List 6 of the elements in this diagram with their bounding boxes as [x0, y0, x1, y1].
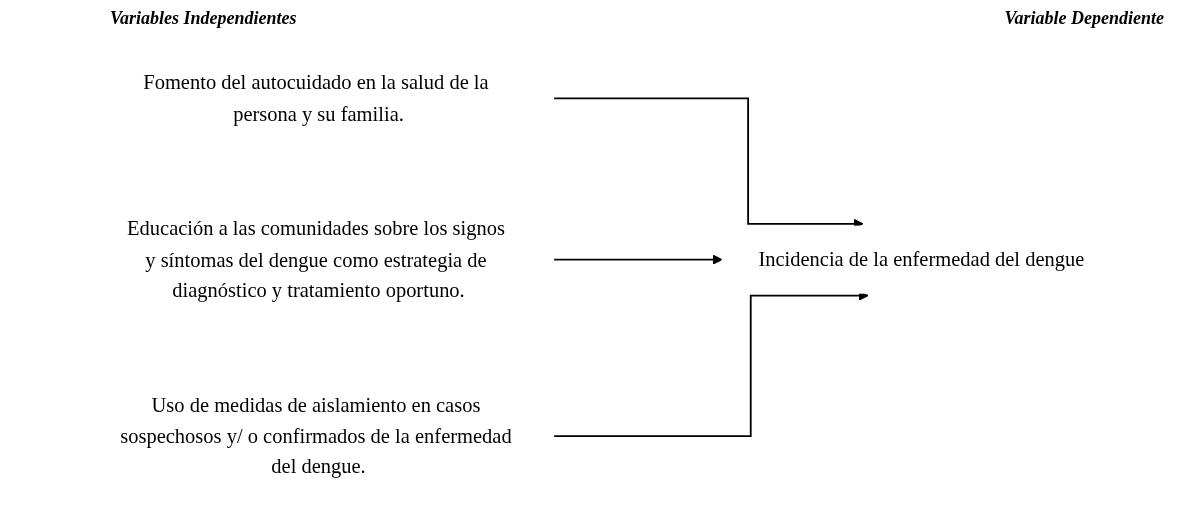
column-heading: Variable Dependiente — [1004, 8, 1164, 29]
node-text: Educación a las comunidades sobre los signos y síntomas del dengue como estrategia de diagnóstico y tratamiento oportuno. — [127, 217, 505, 302]
column-heading: Variables Independientes — [110, 8, 297, 29]
node-text: Uso de medidas de aislamiento en casos sospechosos y/ o confirmados de la enfermedad del dengue. — [120, 393, 512, 479]
node-text: Incidencia de la enfermedad del dengue — [758, 247, 1085, 271]
node-text: Fomento del autocuidado en la salud de la persona y su familia. — [143, 71, 489, 125]
